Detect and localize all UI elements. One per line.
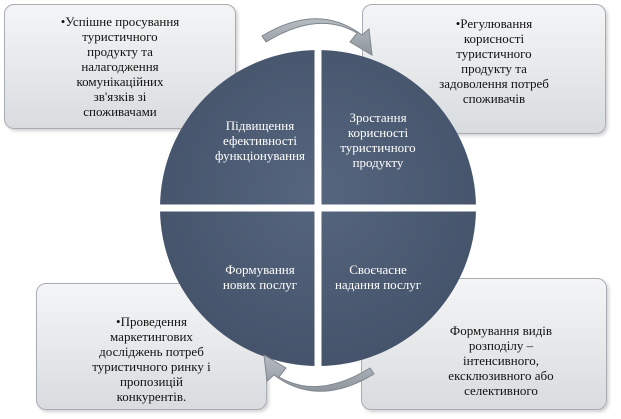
bottom-left-note-text: •Проведення маркетингових досліджень пот… <box>92 314 211 404</box>
top-left-note-text: •Успішне просування туристичного продукт… <box>60 14 180 119</box>
quadrant-label-bottom-left: Формування нових послуг <box>222 262 298 292</box>
top-right-note-box: •Регулювання корисності туристичного про… <box>362 4 606 134</box>
quadrant-label-top-left: Підвищення ефективності функціонування <box>214 118 306 163</box>
quadrant-label-bottom-right: Своєчасне надання послуг <box>334 262 422 292</box>
top-left-note-box: •Успішне просування туристичного продукт… <box>4 4 236 129</box>
quadrant-label-top-right: Зростання корисності туристичного продук… <box>340 110 416 170</box>
curved-arrow-left-icon <box>263 354 375 392</box>
bottom-right-note-text: Формування видів розподілу – інтенсивног… <box>448 323 554 398</box>
curved-arrow-right-icon <box>261 18 373 56</box>
top-right-note-text: •Регулювання корисності туристичного про… <box>439 16 549 106</box>
